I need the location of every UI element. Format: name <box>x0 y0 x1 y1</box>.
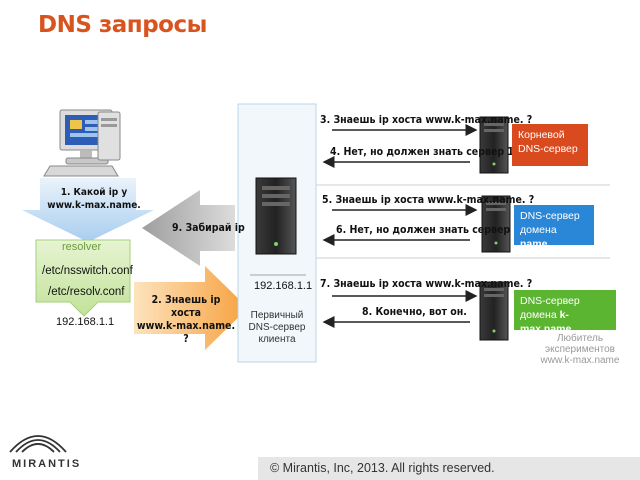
client-computer-icon <box>43 109 121 177</box>
take-ip-label: 9. Забирай ip <box>172 222 245 234</box>
footer-copyright: © Mirantis, Inc, 2013. All rights reserv… <box>270 461 495 475</box>
primary-dns-server-icon <box>255 177 297 255</box>
client-question: 1. Какой ip у www.k-max.name. <box>47 187 141 211</box>
kmax-domain-server-icon <box>479 281 509 341</box>
mirantis-logo-text: MIRANTIS <box>12 458 82 470</box>
question-arrow <box>22 178 154 242</box>
message-3: 3. Знаешь ip хоста www.k-max.name. ? <box>320 114 533 126</box>
footer-bar <box>258 457 640 480</box>
page-title: DNS запросы <box>38 12 207 38</box>
client-ip: 192.168.1.1 <box>56 316 115 328</box>
resolver-label: resolver <box>62 241 102 253</box>
take-ip-arrow <box>142 190 235 266</box>
config-file-nsswitch: /etc/nsswitch.conf <box>42 265 133 277</box>
primary-dns-caption: Первичный DNS-сервер клиента <box>248 310 306 345</box>
config-file-resolv: /etc/resolv.conf <box>48 286 125 298</box>
message-4: 4. Нет, но должен знать сервер 1 <box>330 146 514 158</box>
message-5: 5. Знаешь ip хоста www.k-max.name. ? <box>322 194 535 206</box>
ask-host-label: 2. Знаешь ip хоста www.k-max.name. ? <box>136 294 236 345</box>
server3-note: Любитель экспериментов www.k-max.name <box>540 333 620 366</box>
resolver-box <box>35 239 131 317</box>
message-8: 8. Конечно, вот он. <box>362 306 467 318</box>
root-dns-server-icon <box>479 116 509 174</box>
mirantis-logo-icon <box>9 435 67 453</box>
message-6: 6. Нет, но должен знать сервер 2 <box>336 224 520 236</box>
message-7: 7. Знаешь ip хоста www.k-max.name. ? <box>320 278 533 290</box>
name-domain-server-icon <box>481 195 511 253</box>
ask-host-arrow <box>134 266 248 350</box>
primary-dns-ip: 192.168.1.1 <box>254 280 313 292</box>
